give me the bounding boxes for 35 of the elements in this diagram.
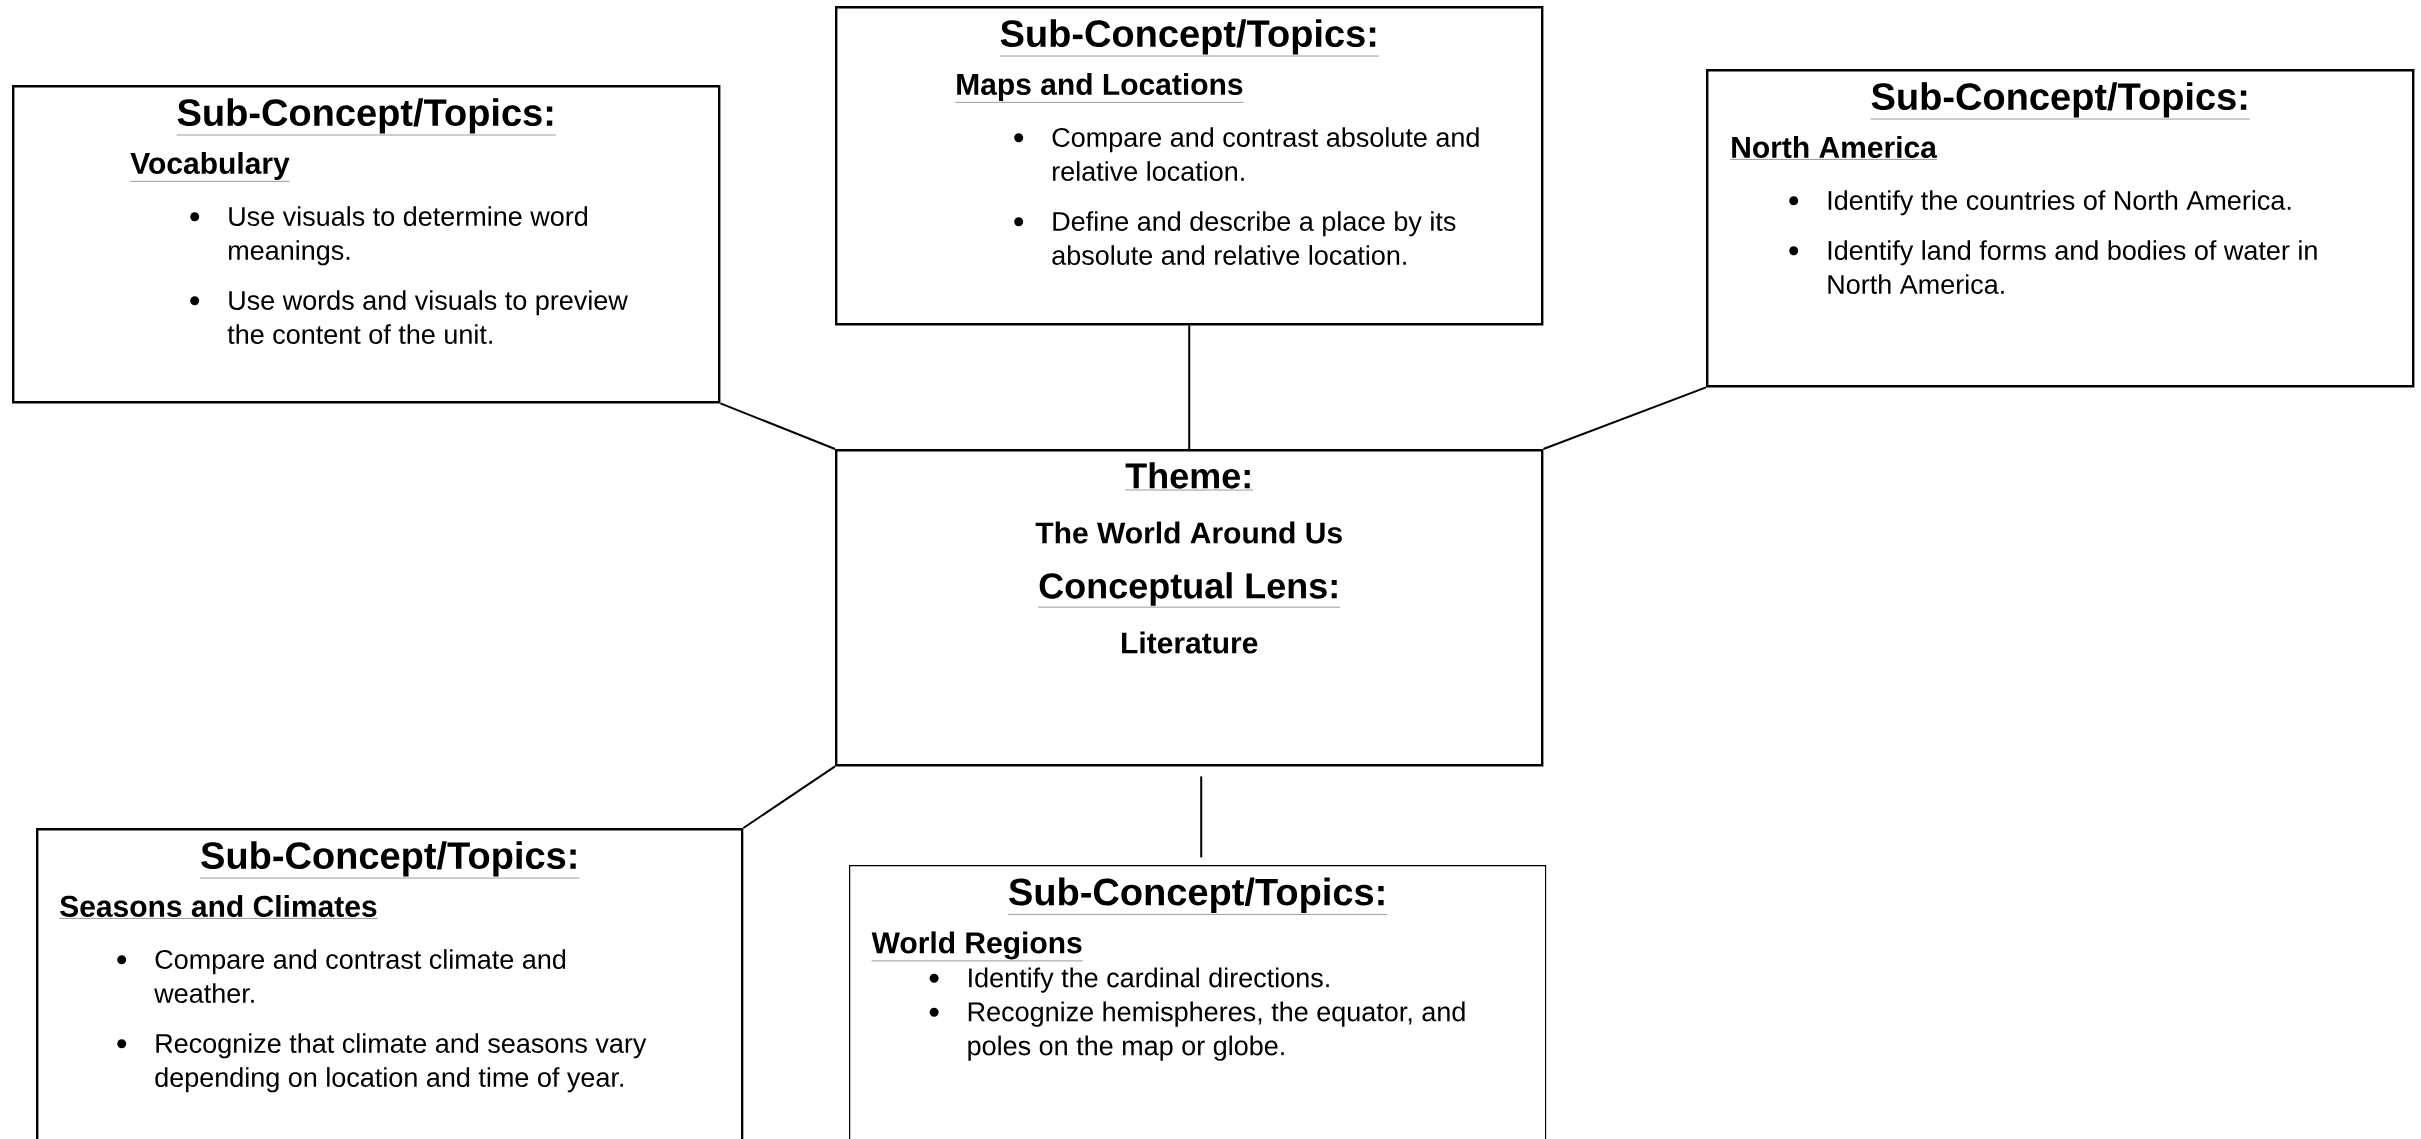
bullet-text: Compare and contrast absolute and relative location. [1052, 127, 1479, 181]
subheading: Vocabulary [130, 152, 290, 182]
subheading: World Regions [871, 931, 1083, 962]
heading: Sub-Concept/Topics: [1007, 877, 1388, 915]
topic-box [849, 865, 1547, 1139]
connector-line [742, 765, 836, 829]
connector-line [1542, 386, 1707, 450]
topic-box [1706, 69, 2415, 388]
subheading: Seasons and Climates [59, 895, 378, 919]
connector-line [719, 402, 836, 450]
topic-box [36, 828, 744, 1139]
bullet-text: Identify land forms and bodies of water in North America. [1828, 240, 2317, 294]
bullet-text: Use words and visuals to preview the content of the unit. [227, 290, 628, 344]
bullet-text: Define and describe a place by its absolute and relative location. [1052, 211, 1456, 265]
heading: Sub-Concept/Topics: [199, 841, 580, 879]
heading: Theme: [1125, 462, 1254, 491]
topic-box [12, 85, 721, 404]
theme-box [835, 449, 1544, 767]
connector-line [1200, 775, 1203, 859]
topic-box [835, 6, 1544, 326]
heading: Sub-Concept/Topics: [999, 19, 1380, 57]
bullet-text: Identify the countries of North America. [1828, 190, 2291, 216]
bullet-text: Compare and contrast climate and weather. [154, 949, 566, 1003]
subheading: North America [1730, 136, 1938, 160]
heading: Conceptual Lens: [1038, 572, 1341, 608]
bullet-text: Identify the cardinal directions. [969, 967, 1329, 993]
heading: Sub-Concept/Topics: [1870, 82, 2251, 120]
subheading: Maps and Locations [955, 73, 1244, 103]
subtitle: The World Around Us [1035, 521, 1342, 544]
heading: Sub-Concept/Topics: [176, 98, 557, 136]
bullet-text: Use visuals to determine word meanings. [229, 206, 588, 266]
bullet-text: Recognize that climate and seasons vary depending on location and time of year. [155, 1033, 647, 1093]
subtitle: Literature [1122, 631, 1258, 654]
bullet-text: Recognize hemispheres, the equator, and poles on the map or globe. [968, 1001, 1465, 1061]
connector-line [1188, 324, 1191, 450]
